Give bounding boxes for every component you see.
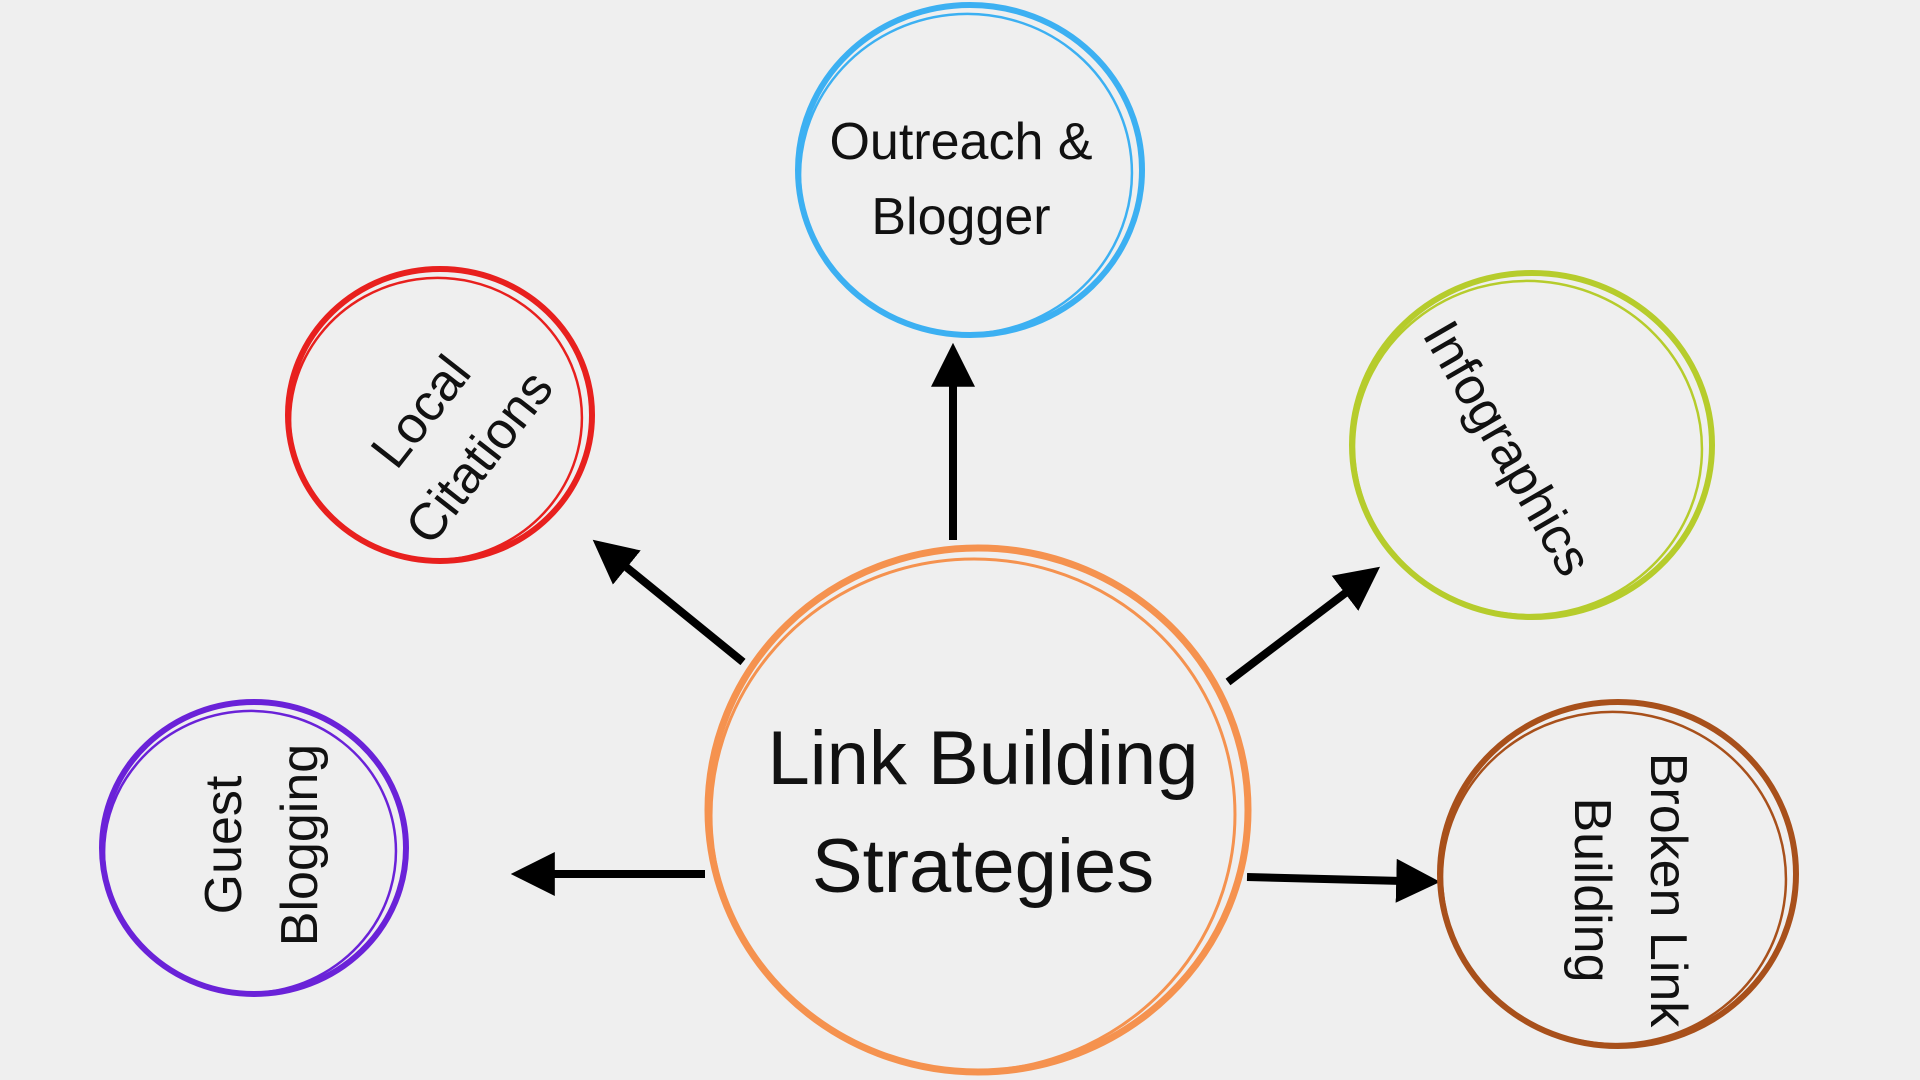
infographics-circle [1349,270,1715,620]
arrow-to-broken-link [1246,858,1441,903]
center-circle-stroke-2 [709,557,1237,1073]
infographics-circle-stroke-2 [1352,279,1704,617]
center-circle [704,544,1252,1076]
node-guest-blogging: Guest Blogging [99,699,409,997]
arrow-to-local-citations [592,539,746,666]
local-circle-stroke-2 [288,276,584,562]
arrows [510,342,1441,903]
guest-label-line1: Guest [195,775,253,914]
guest-circle [99,699,409,997]
node-infographics: Infographics [1349,270,1715,620]
guest-label-line2: Blogging [271,744,329,946]
broken-circle [1437,699,1799,1049]
broken-circle-stroke-2 [1440,710,1788,1046]
broken-label-line2: Building [1563,797,1621,982]
guest-circle-stroke-2 [102,709,398,995]
node-broken-link-building: Broken Link Building [1437,699,1799,1049]
node-outreach-blogger: Outreach & Blogger [795,2,1145,338]
broken-label-line1: Broken Link [1639,753,1697,1029]
outreach-label-line2: Blogger [871,188,1050,246]
center-node: Link Building Strategies [704,544,1252,1076]
node-local-citations: Local Citations [285,266,595,564]
center-label-line2: Strategies [812,824,1154,909]
outreach-circle-stroke-2 [798,12,1134,336]
infographics-label: Infographics [1411,311,1603,585]
arrow-to-infographics [1225,566,1381,686]
outreach-label-line1: Outreach & [829,113,1092,171]
center-label-line1: Link Building [768,716,1199,801]
